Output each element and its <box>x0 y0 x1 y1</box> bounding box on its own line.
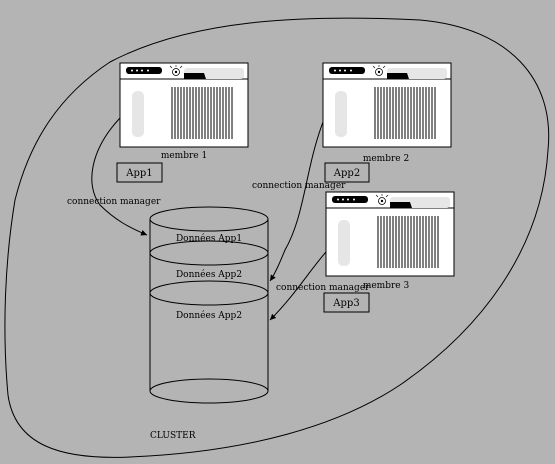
app-box-1: App1 <box>116 162 163 183</box>
database-cylinder <box>149 206 269 404</box>
connection-label-1: connection manager <box>67 197 161 207</box>
connection-arrow-1 <box>91 117 148 236</box>
db-section-1-label: Données App1 <box>176 233 242 244</box>
connection-arrow-3 <box>269 251 327 321</box>
member-1-label: membre 1 <box>161 151 207 161</box>
server-member-2 <box>322 62 452 148</box>
server-member-3 <box>325 191 455 277</box>
member-3-label: membre 3 <box>363 281 410 291</box>
app-box-2: App2 <box>324 162 370 183</box>
cluster-boundary <box>4 17 550 458</box>
cluster-label: CLUSTER <box>150 431 196 441</box>
connection-label-3: connection manager <box>276 283 370 293</box>
db-section-2-label: Données App2 <box>176 269 242 280</box>
server-member-1 <box>119 62 249 148</box>
svg-text:App1: App1 <box>125 168 152 179</box>
svg-text:App2: App2 <box>333 168 360 179</box>
db-section-3-label: Données App2 <box>176 310 242 321</box>
member-2-label: membre 2 <box>363 154 409 164</box>
svg-text:App3: App3 <box>332 298 359 309</box>
connection-label-2: connection manager <box>252 181 346 191</box>
app-box-3: App3 <box>323 292 370 313</box>
connection-arrow-2 <box>269 121 324 282</box>
